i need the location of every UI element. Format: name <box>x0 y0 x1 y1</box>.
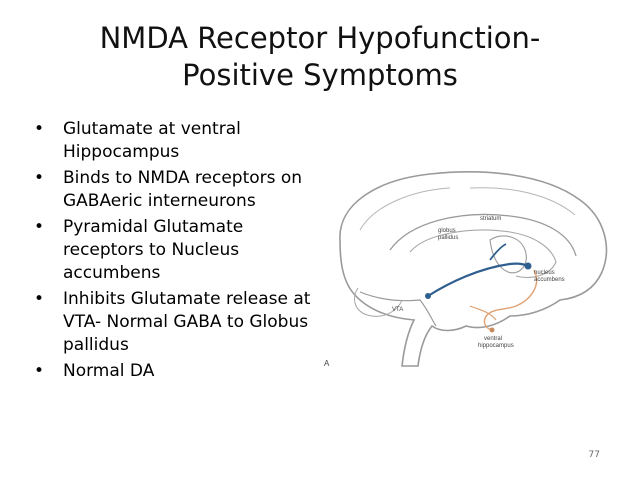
bullet-icon: • <box>34 168 45 188</box>
bullet-item: • Binds to NMDA receptors on GABAeric int… <box>34 167 324 213</box>
bullet-list: • Glutamate at ventral Hippocampus • Binds… <box>34 118 324 386</box>
vta-node <box>425 293 431 299</box>
bullet-item: • Normal DA <box>34 360 324 383</box>
slide-title: NMDA Receptor Hypofunction- Positive Sym… <box>20 20 620 94</box>
cortex-fold <box>359 187 576 231</box>
blue-pathway-upper <box>489 243 507 261</box>
label-hippocampus: hippocampus <box>478 343 514 349</box>
orange-pathway-2 <box>469 305 497 321</box>
striatum-shape <box>489 235 527 274</box>
bullet-icon: • <box>34 217 45 237</box>
bullet-text: Binds to NMDA receptors on GABAeric inte… <box>63 168 303 211</box>
bullet-text: Pyramidal Glutamate receptors to Nucleus… <box>63 217 244 283</box>
label-pallidus: pallidus <box>438 235 458 241</box>
label-nucleus: nucleus <box>534 270 555 276</box>
brain-diagram-svg: striatum globus pallidus nucleus accumbe… <box>324 171 608 368</box>
label-vta: VTA <box>392 307 403 313</box>
corpus-callosum <box>389 213 577 257</box>
cerebellum <box>354 287 403 317</box>
brain-diagram: striatum globus pallidus nucleus accumbe… <box>320 160 620 380</box>
label-striatum: striatum <box>480 216 501 222</box>
bullet-icon: • <box>34 361 45 381</box>
page-number: 77 <box>588 450 600 460</box>
label-ventral: ventral <box>484 336 502 342</box>
blue-pathway <box>427 262 529 297</box>
label-panel: A <box>324 359 330 368</box>
accumbens-node <box>524 262 532 270</box>
bullet-text: Normal DA <box>63 361 155 381</box>
hippocampus-node <box>489 327 495 333</box>
label-accumbens: accumbens <box>534 277 565 283</box>
bullet-item: • Glutamate at ventral Hippocampus <box>34 118 324 164</box>
brainstem <box>359 291 437 327</box>
bullet-text: Glutamate at ventral Hippocampus <box>63 119 241 162</box>
brain-outline <box>339 171 608 367</box>
bullet-item: • Inhibits Glutamate release at VTA- Norm… <box>34 288 324 357</box>
bullet-icon: • <box>34 289 45 309</box>
orange-pathway <box>483 269 538 331</box>
bullet-icon: • <box>34 119 45 139</box>
bullet-item: • Pyramidal Glutamate receptors to Nucleu… <box>34 216 324 285</box>
label-globus: globus <box>438 228 456 234</box>
title-line-2: Positive Symptoms <box>182 58 458 92</box>
bullet-text: Inhibits Glutamate release at VTA- Norma… <box>63 289 311 355</box>
title-line-1: NMDA Receptor Hypofunction- <box>99 21 541 55</box>
inner-contour <box>409 229 557 279</box>
